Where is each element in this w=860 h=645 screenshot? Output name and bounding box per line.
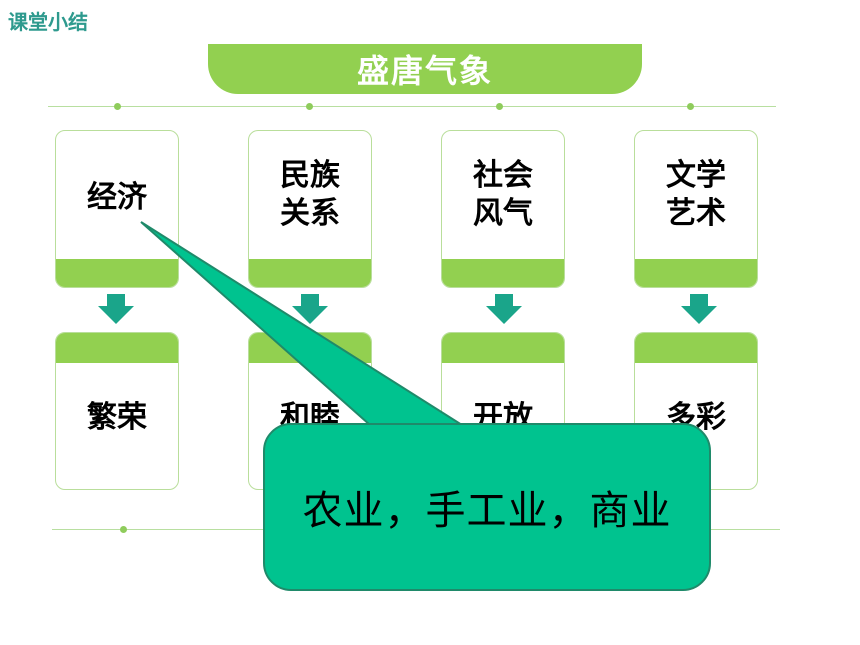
topic-label-2: 民族 关系: [280, 158, 340, 231]
result-card-bar: [249, 333, 371, 363]
topic-card-literature-art: 文学 艺术: [634, 130, 758, 288]
callout-text: 农业，手工业，商业: [302, 488, 672, 534]
top-dot-3: [496, 103, 503, 110]
callout-bubble: 农业，手工业，商业: [263, 423, 711, 591]
result-card-bar: [56, 333, 178, 363]
topic-label-3: 社会 风气: [473, 158, 533, 231]
down-arrow-icon: [486, 294, 522, 324]
top-dot-4: [687, 103, 694, 110]
slide-section-title: 课堂小结: [8, 10, 88, 34]
result-card-prosperity: 繁荣: [55, 332, 179, 490]
result-card-bar: [442, 333, 564, 363]
topic-label-4: 文学 艺术: [666, 158, 726, 231]
main-title-banner: 盛唐气象: [208, 44, 642, 94]
topic-card-ethnic-relations: 民族 关系: [248, 130, 372, 288]
down-arrow-icon: [292, 294, 328, 324]
topic-card-bar: [635, 259, 757, 287]
main-title: 盛唐气象: [356, 52, 493, 90]
topic-card-bar: [56, 259, 178, 287]
topic-card-social-customs: 社会 风气: [441, 130, 565, 288]
top-divider-line: [48, 106, 776, 107]
topic-card-economy: 经济: [55, 130, 179, 288]
top-dot-1: [114, 103, 121, 110]
bottom-dot-1: [120, 526, 127, 533]
down-arrow-icon: [98, 294, 134, 324]
result-card-bar: [635, 333, 757, 363]
topic-label-1: 经济: [87, 180, 147, 215]
result-label-1: 繁荣: [87, 400, 147, 435]
topic-card-bar: [249, 259, 371, 287]
topic-card-bar: [442, 259, 564, 287]
top-dot-2: [306, 103, 313, 110]
down-arrow-icon: [681, 294, 717, 324]
